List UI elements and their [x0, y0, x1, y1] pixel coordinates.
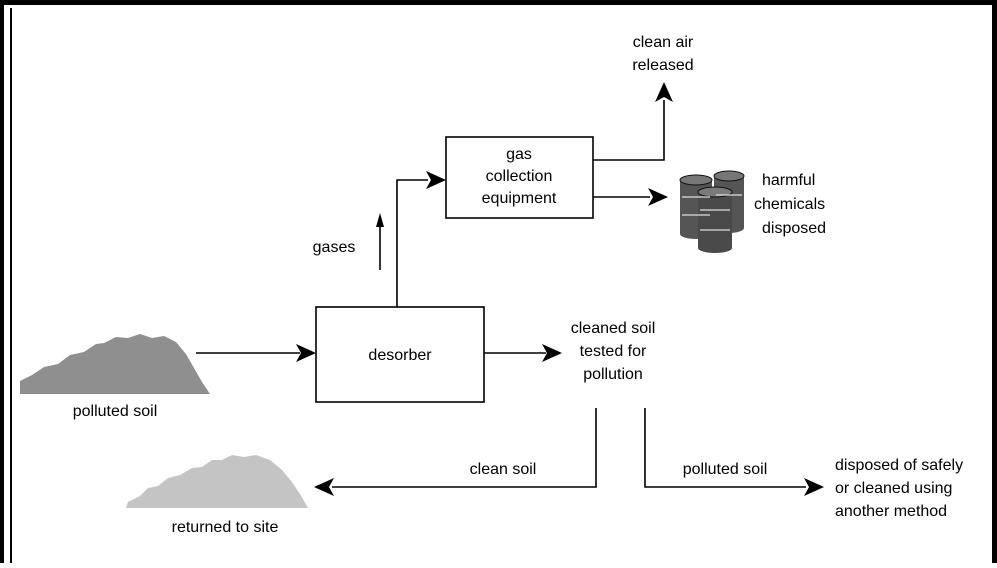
clean-soil-path-arrow	[314, 478, 334, 496]
desorber-label: desorber	[368, 347, 432, 364]
gas-collection-line-3: equipment	[482, 190, 557, 207]
disposed-line-3: another method	[835, 503, 947, 520]
clean-soil-path-label: clean soil	[470, 461, 537, 478]
gas-collection-box	[445, 136, 594, 219]
returned-soil-pile-icon	[126, 455, 308, 508]
desorber-to-gas-arrow	[426, 171, 446, 189]
cleaned-soil-line-3: pollution	[583, 366, 643, 383]
polluted-soil-path-arrow	[804, 478, 824, 496]
clean-air-line-1: clean air	[633, 34, 694, 51]
gas-collection-line-1: gas	[506, 146, 532, 163]
gas-collection-line-2: collection	[486, 168, 553, 185]
left-border-inner	[10, 8, 12, 563]
top-border	[0, 0, 997, 5]
clean-soil-path-line	[332, 408, 597, 488]
left-border-outer	[0, 0, 4, 563]
cleaned-soil-line-2: tested for	[580, 343, 647, 360]
gas-to-clean-air-line	[593, 100, 665, 161]
gases-up-arrow	[376, 213, 384, 227]
gas-to-clean-air-arrow	[655, 82, 673, 102]
returned-to-site-label: returned to site	[172, 519, 279, 536]
polluted-soil-path-label: polluted soil	[683, 461, 768, 478]
pile-to-desorber-arrow	[296, 344, 316, 362]
clean-air-line-2: released	[632, 57, 693, 74]
right-border	[992, 0, 997, 563]
cleaned-soil-line-1: cleaned soil	[571, 320, 656, 337]
gases-label: gases	[313, 239, 356, 256]
harmful-chemicals-line-3: disposed	[762, 220, 826, 237]
desorber-to-gas-line	[396, 179, 428, 307]
chemical-barrels-icon	[679, 170, 745, 253]
gas-to-chemicals-arrow	[648, 188, 668, 206]
polluted-soil-pile-icon	[20, 334, 210, 394]
disposed-line-1: disposed of safely	[835, 457, 963, 474]
polluted-soil-path-line	[644, 408, 806, 488]
polluted-soil-source-label: polluted soil	[73, 403, 158, 420]
harmful-chemicals-line-1: harmful	[762, 172, 815, 189]
harmful-chemicals-line-2: chemicals	[754, 196, 825, 213]
desorber-box	[315, 306, 485, 403]
disposed-line-2: or cleaned using	[835, 480, 952, 497]
desorber-to-cleaned-arrow	[542, 344, 562, 362]
